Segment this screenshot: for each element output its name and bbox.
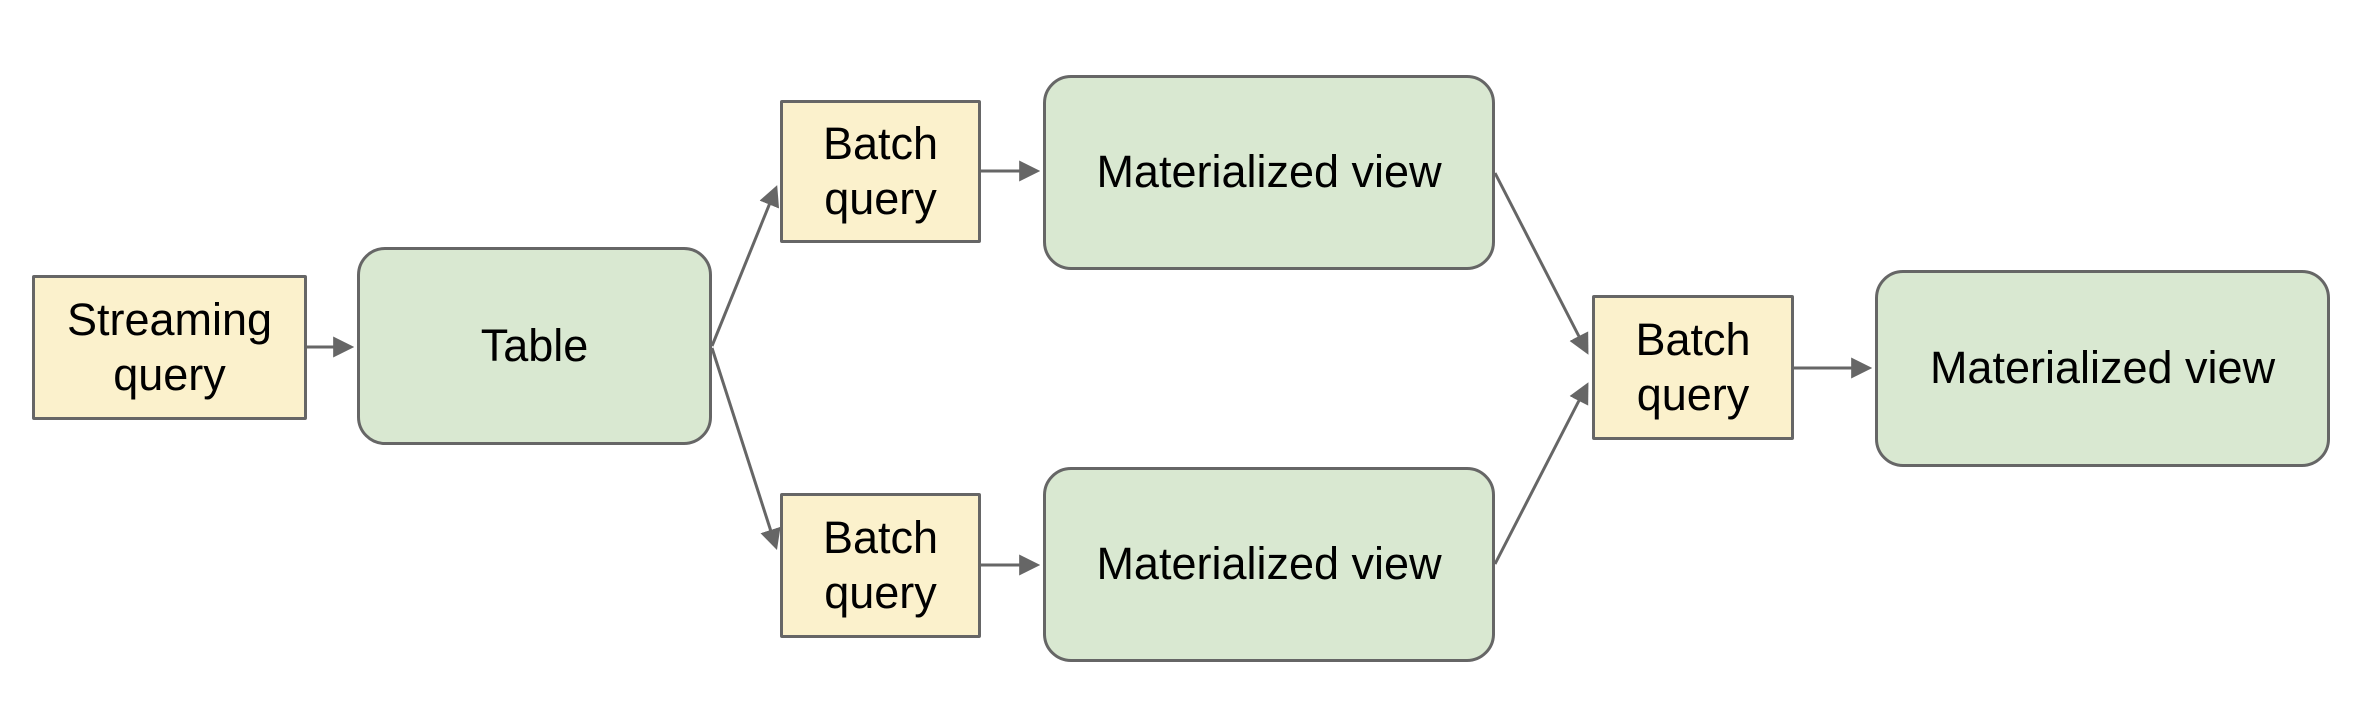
node-batch-query-top[interactable]: Batch query (780, 100, 981, 243)
node-label: Batch query (1635, 313, 1751, 420)
node-label: Materialized view (1096, 146, 1442, 198)
node-label: Batch query (822, 511, 939, 618)
node-label: Batch query (822, 117, 939, 224)
edge-table-to-batch-query-top[interactable] (710, 185, 780, 347)
node-label: Materialized view (1096, 538, 1442, 590)
edge-table-to-batch-query-bottom[interactable] (710, 347, 781, 550)
node-materialized-view-bottom[interactable]: Materialized view (1043, 467, 1495, 662)
node-label: Materialized view (1929, 342, 2276, 394)
edge-materialized-view-top-to-batch-query-right[interactable] (1493, 172, 1589, 355)
node-batch-query-right[interactable]: Batch query (1592, 295, 1794, 440)
edge-materialized-view-bottom-to-batch-query-right[interactable] (1493, 382, 1589, 565)
node-streaming-query[interactable]: Streaming query (32, 275, 307, 420)
node-batch-query-bottom[interactable]: Batch query (780, 493, 981, 638)
node-table[interactable]: Table (357, 247, 712, 445)
node-materialized-view-top[interactable]: Materialized view (1043, 75, 1495, 270)
node-materialized-view-right[interactable]: Materialized view (1875, 270, 2330, 467)
node-label: Table (480, 319, 589, 371)
node-label: Streaming query (66, 293, 273, 400)
